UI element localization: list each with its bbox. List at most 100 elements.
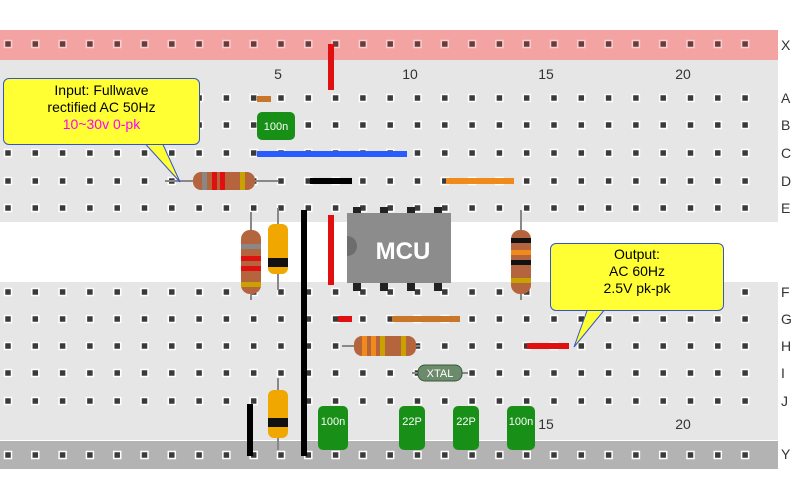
hole	[222, 314, 231, 324]
hole	[249, 368, 258, 378]
hole	[3, 368, 13, 378]
hole	[385, 120, 395, 130]
hole	[112, 39, 122, 49]
hole	[467, 314, 477, 324]
hole	[112, 450, 122, 460]
hole	[31, 39, 40, 49]
hole	[522, 120, 531, 130]
output-callout-line3: 2.5V pk-pk	[603, 280, 671, 296]
row-label-i: I	[781, 365, 785, 381]
hole	[495, 148, 504, 158]
hole	[3, 396, 13, 406]
hole	[713, 39, 723, 49]
hole	[31, 148, 40, 158]
resistor-input	[165, 172, 278, 190]
hole	[167, 287, 177, 297]
hole	[304, 120, 313, 130]
hole	[604, 93, 613, 103]
hole	[495, 341, 504, 351]
hole	[331, 450, 340, 460]
wire-red-g	[338, 316, 352, 322]
hole	[58, 341, 67, 351]
hole	[577, 148, 586, 158]
hole	[276, 93, 286, 103]
hole	[167, 148, 177, 158]
hole	[549, 176, 559, 186]
hole	[658, 203, 668, 213]
hole	[85, 287, 95, 297]
hole	[604, 450, 613, 460]
hole	[222, 287, 231, 297]
hole	[31, 368, 40, 378]
hole	[604, 396, 613, 406]
hole	[631, 176, 641, 186]
hole	[112, 341, 122, 351]
hole	[658, 314, 668, 324]
hole	[467, 368, 477, 378]
hole	[495, 287, 504, 297]
row-label-f: F	[781, 284, 790, 300]
hole	[304, 93, 313, 103]
hole	[467, 39, 477, 49]
hole	[577, 450, 586, 460]
hole	[658, 39, 668, 49]
hole	[577, 396, 586, 406]
hole	[31, 341, 40, 351]
mcu-chip: MCU	[347, 207, 451, 291]
hole	[276, 368, 286, 378]
hole	[222, 148, 231, 158]
hole	[713, 314, 723, 324]
hole	[686, 314, 695, 324]
hole	[222, 39, 231, 49]
hole	[604, 39, 613, 49]
hole	[740, 39, 750, 49]
hole	[713, 368, 723, 378]
hole	[222, 203, 231, 213]
wire-red-vertical	[328, 215, 334, 285]
capacitor-label: 22P	[402, 416, 422, 428]
hole	[522, 148, 531, 158]
hole	[658, 396, 668, 406]
hole	[658, 341, 668, 351]
hole	[577, 93, 586, 103]
hole	[358, 368, 368, 378]
hole	[495, 314, 504, 324]
hole	[194, 314, 204, 324]
crystal-label: XTAL	[427, 368, 454, 380]
hole	[31, 314, 40, 324]
hole	[686, 93, 695, 103]
capacitor-label: 100n	[509, 416, 533, 428]
hole	[112, 287, 122, 297]
hole	[194, 396, 204, 406]
wire-black-long	[301, 210, 307, 456]
column-number-bottom: 15	[538, 416, 554, 432]
hole	[440, 396, 450, 406]
hole	[85, 368, 95, 378]
diode-upper	[268, 208, 288, 290]
hole	[358, 450, 368, 460]
hole	[631, 368, 641, 378]
hole	[85, 314, 95, 324]
hole	[549, 314, 559, 324]
hole	[440, 287, 450, 297]
row-label-e: E	[781, 200, 790, 216]
hole	[3, 148, 13, 158]
wire-black-d	[310, 178, 352, 184]
hole	[658, 120, 668, 130]
hole	[686, 203, 695, 213]
hole	[686, 396, 695, 406]
hole	[440, 203, 450, 213]
hole	[467, 341, 477, 351]
hole	[495, 39, 504, 49]
hole	[3, 203, 13, 213]
rail-label-x: X	[781, 37, 791, 53]
hole	[577, 341, 586, 351]
hole	[358, 176, 368, 186]
hole	[604, 176, 613, 186]
hole	[222, 93, 231, 103]
hole	[140, 176, 149, 186]
hole	[686, 450, 695, 460]
hole	[112, 176, 122, 186]
hole	[467, 203, 477, 213]
hole	[276, 341, 286, 351]
